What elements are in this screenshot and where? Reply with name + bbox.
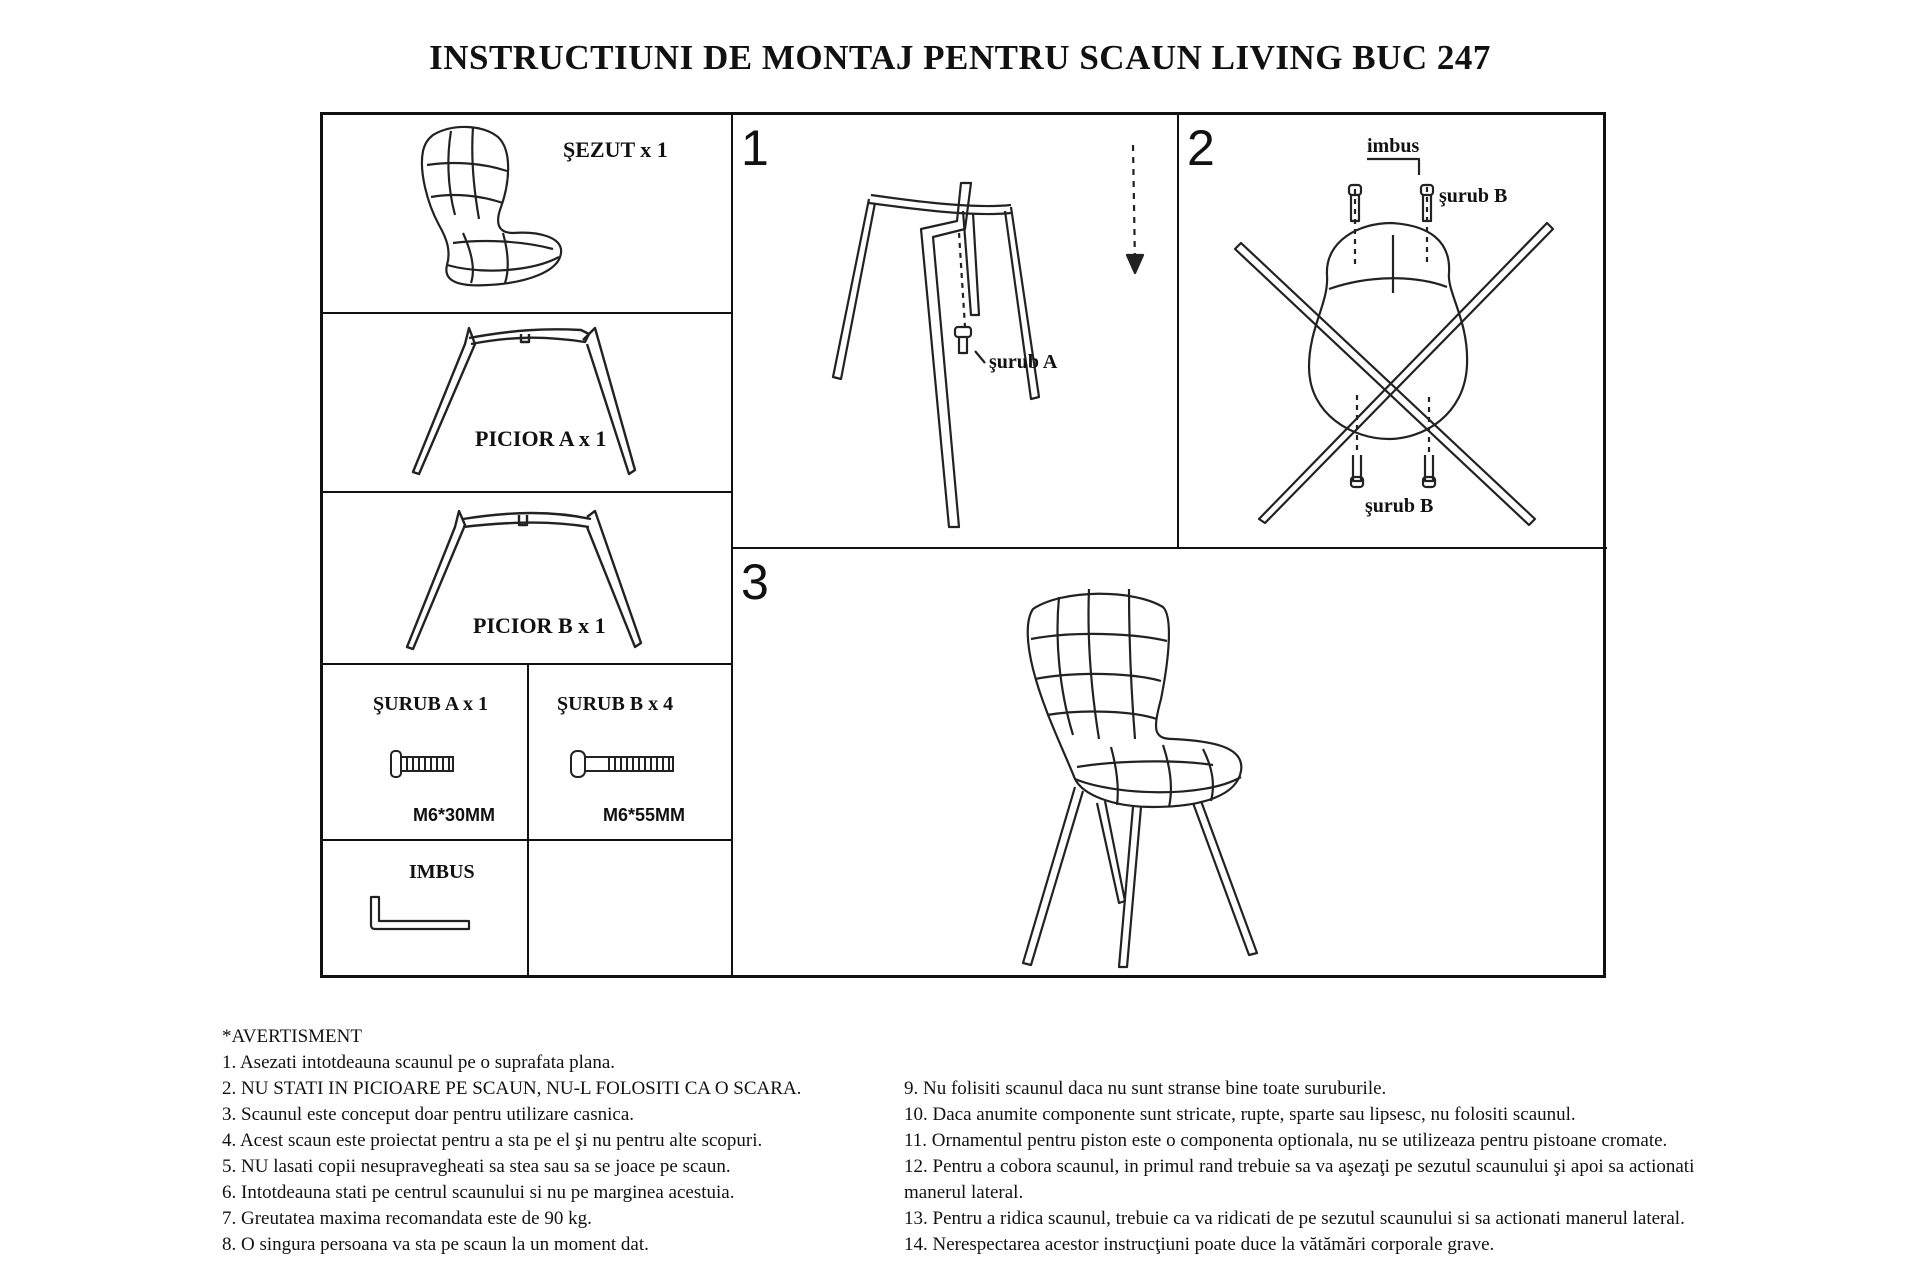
part-leg-a: PICIOR A x 1 [323, 314, 731, 491]
divider [731, 547, 1607, 549]
step-2-label-top: şurub B [1439, 185, 1508, 207]
seat-drawing [420, 125, 563, 287]
warnings-right: 9. Nu folisiti scaunul daca nu sunt stra… [904, 1076, 1694, 1258]
warning-item: 11. Ornamentul pentru piston este o comp… [904, 1130, 1668, 1151]
warning-item: 6. Intotdeauna stati pe centrul scaunulu… [222, 1182, 735, 1203]
warning-item: 3. Scaunul este conceput doar pentru uti… [222, 1104, 635, 1125]
warning-item: 2. NU STATI IN PICIOARE PE SCAUN, NU-L F… [222, 1078, 802, 1099]
step-2-tool-label: imbus [1367, 135, 1420, 157]
part-leg-b: PICIOR B x 1 [323, 493, 731, 663]
divider [323, 312, 731, 314]
warnings-heading: *AVERTISMENT [222, 1026, 362, 1047]
screw-a-size: M6*30MM [413, 805, 496, 825]
step-number: 3 [741, 554, 769, 610]
warning-item: 9. Nu folisiti scaunul daca nu sunt stra… [904, 1078, 1387, 1099]
warning-item: manerul lateral. [904, 1182, 1024, 1203]
part-label-leg-b: PICIOR B x 1 [473, 613, 606, 638]
instructions-frame: ŞEZUT x 1 PICIOR A x 1 PICIOR B x 1 [320, 112, 1607, 978]
part-screw-a: ŞURUB A x 1 M6*30MM [323, 665, 527, 839]
step-1-label: şurub A [989, 351, 1058, 373]
part-label-screw-b: ŞURUB B x 4 [557, 693, 674, 715]
step-1: 1 şurub A [733, 115, 1177, 547]
step-2: 2 imbus [1179, 115, 1607, 547]
part-hex-key: IMBUS [323, 841, 527, 975]
part-label-leg-a: PICIOR A x 1 [475, 426, 607, 451]
step-number: 1 [741, 120, 769, 176]
divider [527, 663, 529, 975]
assembled-chair-drawing [1021, 588, 1259, 969]
warning-item: 13. Pentru a ridica scaunul, trebuie ca … [904, 1208, 1685, 1229]
step-3: 3 [733, 549, 1607, 975]
part-seat: ŞEZUT x 1 [323, 115, 731, 312]
part-label-seat: ŞEZUT x 1 [563, 137, 668, 162]
warning-item: 14. Nerespectarea acestor instrucţiuni p… [904, 1234, 1495, 1255]
part-label-hex-key: IMBUS [409, 861, 475, 883]
part-screw-b: ŞURUB B x 4 M6*55MM [529, 665, 731, 839]
step-2-drawing [1233, 157, 1555, 527]
warnings-left: *AVERTISMENT 1. Asezati intotdeauna scau… [222, 1024, 801, 1258]
screw-b-size: M6*55MM [603, 805, 686, 825]
step-number: 2 [1187, 120, 1215, 176]
part-label-screw-a: ŞURUB A x 1 [373, 693, 489, 715]
warning-item: 7. Greutatea maxima recomandata este de … [222, 1208, 592, 1229]
divider [323, 491, 731, 493]
page-title: INSTRUCTIUNI DE MONTAJ PENTRU SCAUN LIVI… [429, 38, 1491, 77]
divider [731, 115, 733, 975]
warning-item: 12. Pentru a cobora scaunul, in primul r… [904, 1156, 1695, 1177]
warning-item: 5. NU lasati copii nesupravegheati sa st… [222, 1156, 731, 1177]
warning-item: 4. Acest scaun este proiectat pentru a s… [222, 1130, 763, 1151]
divider [1177, 115, 1179, 549]
step-1-drawing [831, 144, 1145, 529]
warning-item: 8. O singura persoana va sta pe scaun la… [222, 1234, 649, 1255]
leg-a-drawing [411, 326, 637, 476]
warning-item: 10. Daca anumite componente sunt stricat… [904, 1104, 1576, 1125]
hex-key-drawing [369, 895, 471, 931]
warning-item: 1. Asezati intotdeauna scaunul pe o supr… [222, 1052, 616, 1073]
screw-a-drawing [390, 750, 454, 778]
screw-b-drawing [570, 750, 674, 778]
step-2-label-bottom: şurub B [1365, 495, 1434, 517]
leg-b-drawing [405, 509, 643, 651]
